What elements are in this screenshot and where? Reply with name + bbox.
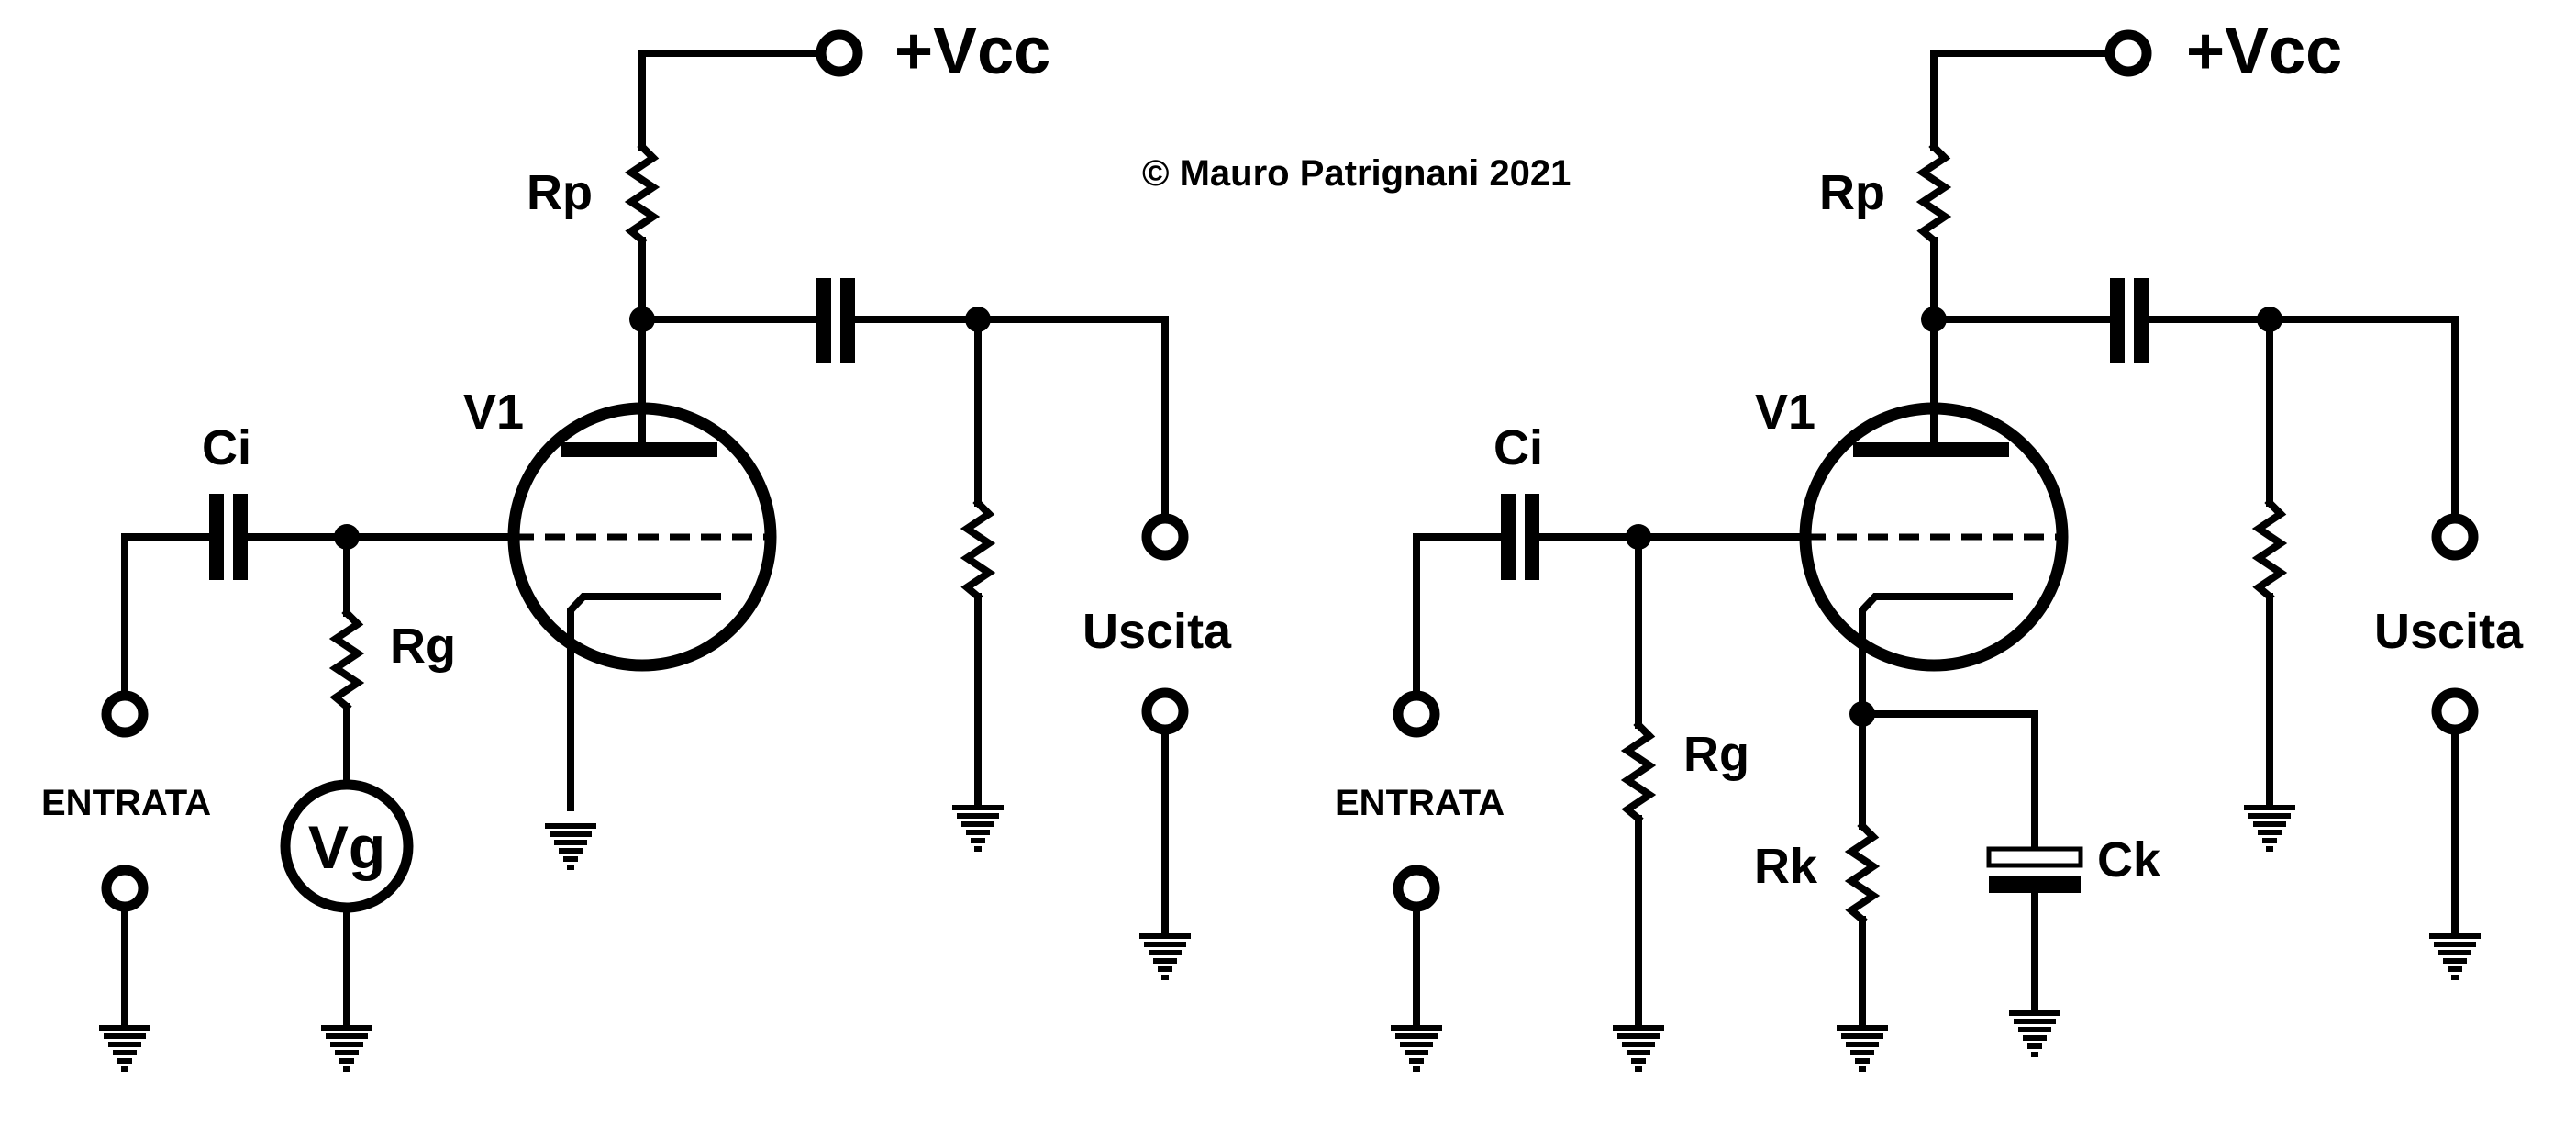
right-rk-label: Rk xyxy=(1754,839,1818,894)
left-vg-label: Vg xyxy=(308,813,385,881)
right-circuit: +Vcc Rp Uscita V1 xyxy=(1335,15,2524,1069)
left-circuit: +Vcc Rp Uscita V1 xyxy=(41,15,1232,1069)
left-rg-resistor xyxy=(328,608,365,712)
right-vcc-terminal xyxy=(2104,29,2152,77)
right-output-terminal-top xyxy=(2431,513,2479,561)
right-ck-label: Ck xyxy=(2097,832,2161,887)
left-output-terminal-top xyxy=(1141,513,1189,561)
right-rg-ground-icon xyxy=(1613,1028,1664,1069)
left-output-ground-icon xyxy=(1139,936,1191,977)
left-input-terminal-bottom xyxy=(101,865,149,912)
left-load-resistor xyxy=(960,497,996,602)
right-rg-resistor xyxy=(1620,720,1657,824)
left-vcc-terminal xyxy=(816,29,863,77)
right-tube-cathode xyxy=(1859,593,2013,718)
right-ck-plate-negative xyxy=(1989,876,2081,893)
right-ci-label: Ci xyxy=(1493,420,1543,475)
right-vcc-label: +Vcc xyxy=(2186,15,2342,88)
left-input-terminal-top xyxy=(101,690,149,738)
right-input-label: ENTRATA xyxy=(1335,783,1505,823)
right-output-label: Uscita xyxy=(2374,604,2524,659)
right-ck-plate-positive xyxy=(1986,846,2083,868)
left-tube-cathode xyxy=(567,593,721,811)
right-rp-label: Rp xyxy=(1819,165,1885,220)
right-load-ground-icon xyxy=(2244,808,2295,849)
left-output-label: Uscita xyxy=(1083,604,1232,659)
left-load-ground-icon xyxy=(952,808,1004,849)
left-rp-label: Rp xyxy=(527,165,593,220)
left-input-label: ENTRATA xyxy=(41,783,211,823)
right-rk-ground-icon xyxy=(1837,1028,1888,1069)
left-tube-label: V1 xyxy=(463,385,524,440)
left-vcc-label: +Vcc xyxy=(894,15,1050,88)
left-input-ground-icon xyxy=(99,1028,150,1069)
right-rk-resistor xyxy=(1844,820,1881,925)
right-rg-label: Rg xyxy=(1683,727,1749,782)
right-input-terminal-top xyxy=(1393,690,1440,738)
right-input-ground-icon xyxy=(1391,1028,1442,1069)
right-output-terminal-bottom xyxy=(2431,687,2479,735)
left-rg-label: Rg xyxy=(390,619,456,674)
left-ci-label: Ci xyxy=(202,420,251,475)
copyright-notice: © Mauro Patrignani 2021 xyxy=(1142,153,1571,194)
right-load-resistor xyxy=(2251,497,2288,602)
right-input-terminal-bottom xyxy=(1393,865,1440,912)
right-output-ground-icon xyxy=(2429,936,2481,977)
right-tube-label: V1 xyxy=(1755,385,1815,440)
left-output-terminal-bottom xyxy=(1141,687,1189,735)
left-rp-resistor xyxy=(624,141,661,246)
left-cathode-ground-icon xyxy=(545,826,596,867)
left-vg-ground-icon xyxy=(321,1028,372,1069)
right-ck-ground-icon xyxy=(2009,1013,2060,1054)
right-rp-resistor xyxy=(1915,141,1952,246)
left-supply-wire xyxy=(638,50,834,151)
